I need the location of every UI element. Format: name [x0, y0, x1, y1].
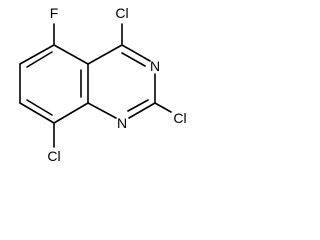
bond-n1-c8a	[87, 102, 117, 119]
bond-c2-cl	[154, 102, 172, 113]
bond-c8-c8a	[53, 102, 89, 124]
bond-c4a-c4	[87, 44, 123, 65]
atom-label-cl4: Cl	[115, 5, 128, 21]
bond-c5-c6	[19, 44, 55, 65]
bond-c7-c8	[19, 102, 55, 124]
bond-c4-n3	[121, 44, 151, 62]
quinazoline-structure-diagram: F Cl N Cl N Cl	[19, 5, 187, 164]
atom-label-n1: N	[117, 115, 127, 131]
atom-label-n3: N	[150, 58, 160, 74]
atom-label-f: F	[50, 5, 59, 21]
double-bond-c4-n3	[121, 52, 146, 67]
atom-label-cl8: Cl	[47, 148, 60, 164]
double-bond-c2-n1	[127, 99, 149, 112]
double-bond-c5-c6	[26, 51, 53, 68]
bond-c2-n1	[128, 102, 156, 119]
bond-c4a-c5	[53, 44, 89, 65]
double-bond-c7-c8	[26, 99, 53, 116]
atom-label-cl2: Cl	[173, 110, 186, 126]
